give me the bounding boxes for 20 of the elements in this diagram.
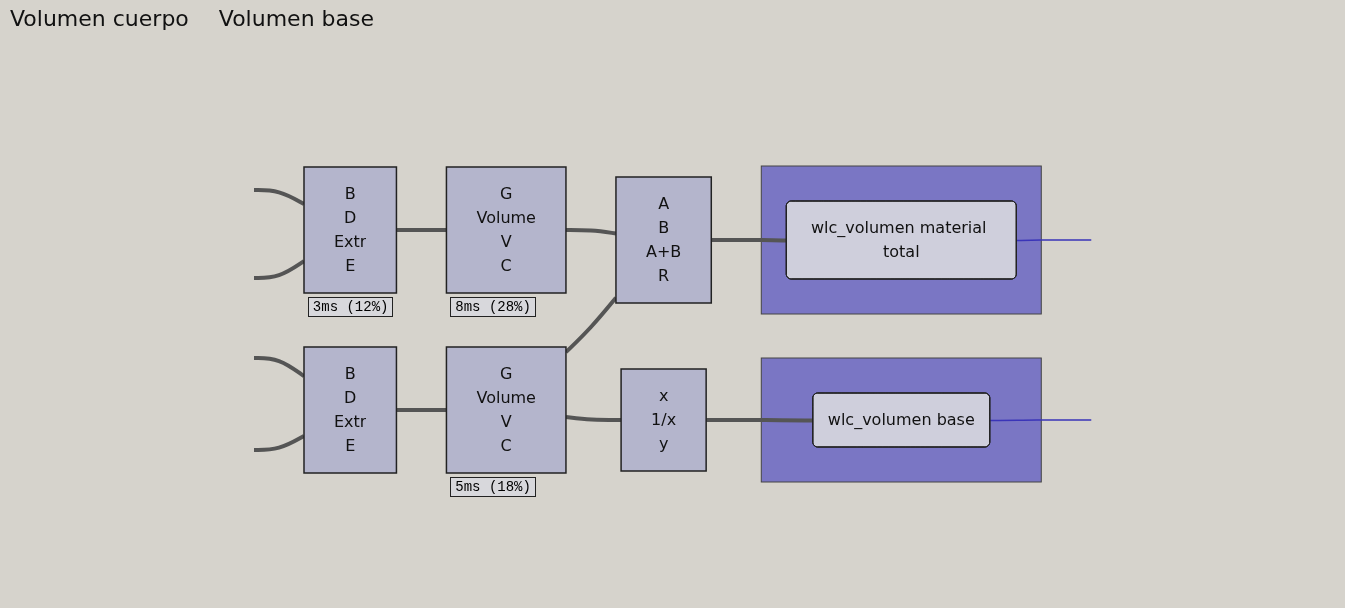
timing-label: 3ms (12%) bbox=[307, 297, 394, 317]
connector bbox=[565, 415, 621, 422]
node-box: G Volume V C bbox=[445, 166, 567, 294]
node-box: x 1/x y bbox=[620, 368, 707, 472]
node-box: B D Extr E bbox=[303, 346, 398, 474]
connector bbox=[396, 408, 447, 412]
node-box: A B A+B R bbox=[615, 176, 712, 304]
connector bbox=[1015, 239, 1092, 242]
timing-label: 5ms (18%) bbox=[450, 477, 536, 497]
group-heading: Volumen base bbox=[218, 6, 374, 31]
timing-label: 8ms (28%) bbox=[450, 297, 536, 317]
node-box: B D Extr E bbox=[303, 166, 398, 294]
connector bbox=[396, 228, 447, 232]
cluster bbox=[760, 165, 1042, 315]
group-heading: Volumen cuerpo bbox=[10, 6, 189, 31]
connector bbox=[989, 419, 1092, 422]
connector bbox=[711, 238, 787, 243]
connector bbox=[706, 418, 814, 423]
node-box: G Volume V C bbox=[445, 346, 567, 474]
cluster bbox=[760, 357, 1042, 483]
